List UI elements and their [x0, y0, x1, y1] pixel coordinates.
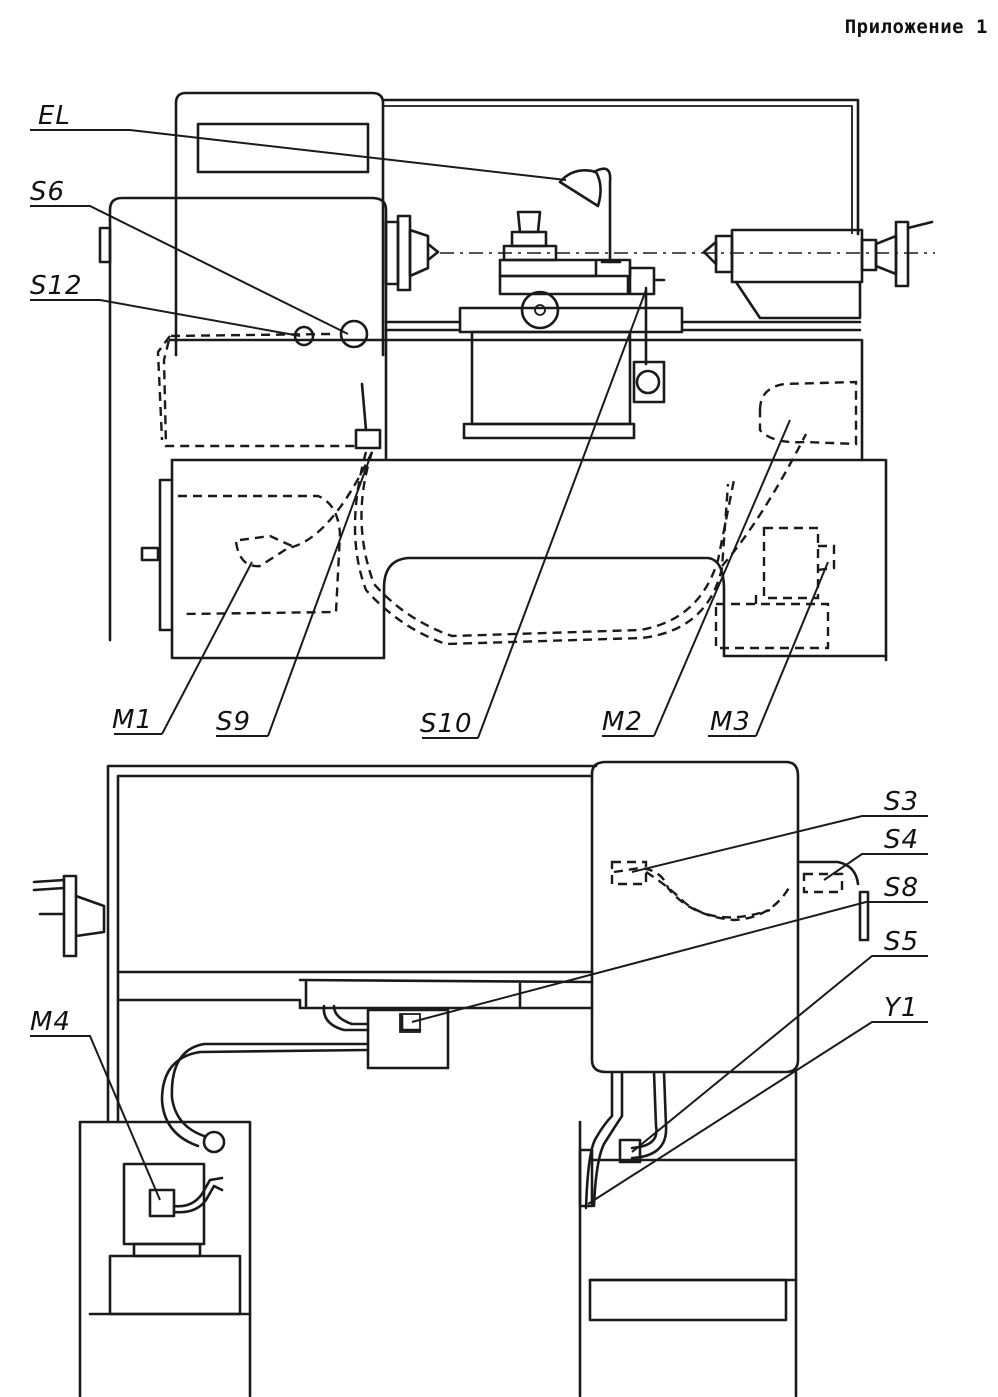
label-el: EL	[38, 101, 71, 131]
back-guard	[381, 98, 860, 236]
headstock-body	[108, 196, 388, 642]
headstock-housing	[174, 91, 385, 357]
label-s8: S8	[884, 873, 919, 903]
front-view: EL S6 S12 M1 S9 S10 M2 M3	[30, 91, 935, 739]
rear-view: S3 S4 S8 S5 Y1 M4	[30, 760, 928, 1397]
label-s4: S4	[884, 825, 919, 855]
label-s5: S5	[884, 927, 919, 957]
motor-m4	[88, 1162, 252, 1316]
headstock-window	[196, 122, 370, 174]
label-s3: S3	[884, 787, 919, 817]
label-m4: M4	[30, 1007, 71, 1037]
label-s10: S10	[420, 709, 473, 739]
headstock-rear	[590, 760, 800, 1074]
label-s12: S12	[30, 271, 83, 301]
rear-handwheel	[32, 874, 106, 958]
label-s6: S6	[30, 177, 65, 207]
apron-box	[366, 1008, 450, 1070]
lamp	[558, 167, 622, 264]
appendix-title: Приложение 1	[844, 16, 988, 38]
label-m1: M1	[112, 705, 153, 735]
spindle-chuck	[384, 220, 400, 286]
carriage	[458, 210, 684, 440]
switch-s6	[339, 319, 369, 349]
label-s9: S9	[216, 707, 251, 737]
label-y1: Y1	[884, 993, 918, 1023]
label-m3: M3	[710, 707, 751, 737]
bed-base	[170, 458, 888, 662]
label-m2: M2	[602, 707, 643, 737]
tailstock	[702, 220, 934, 320]
